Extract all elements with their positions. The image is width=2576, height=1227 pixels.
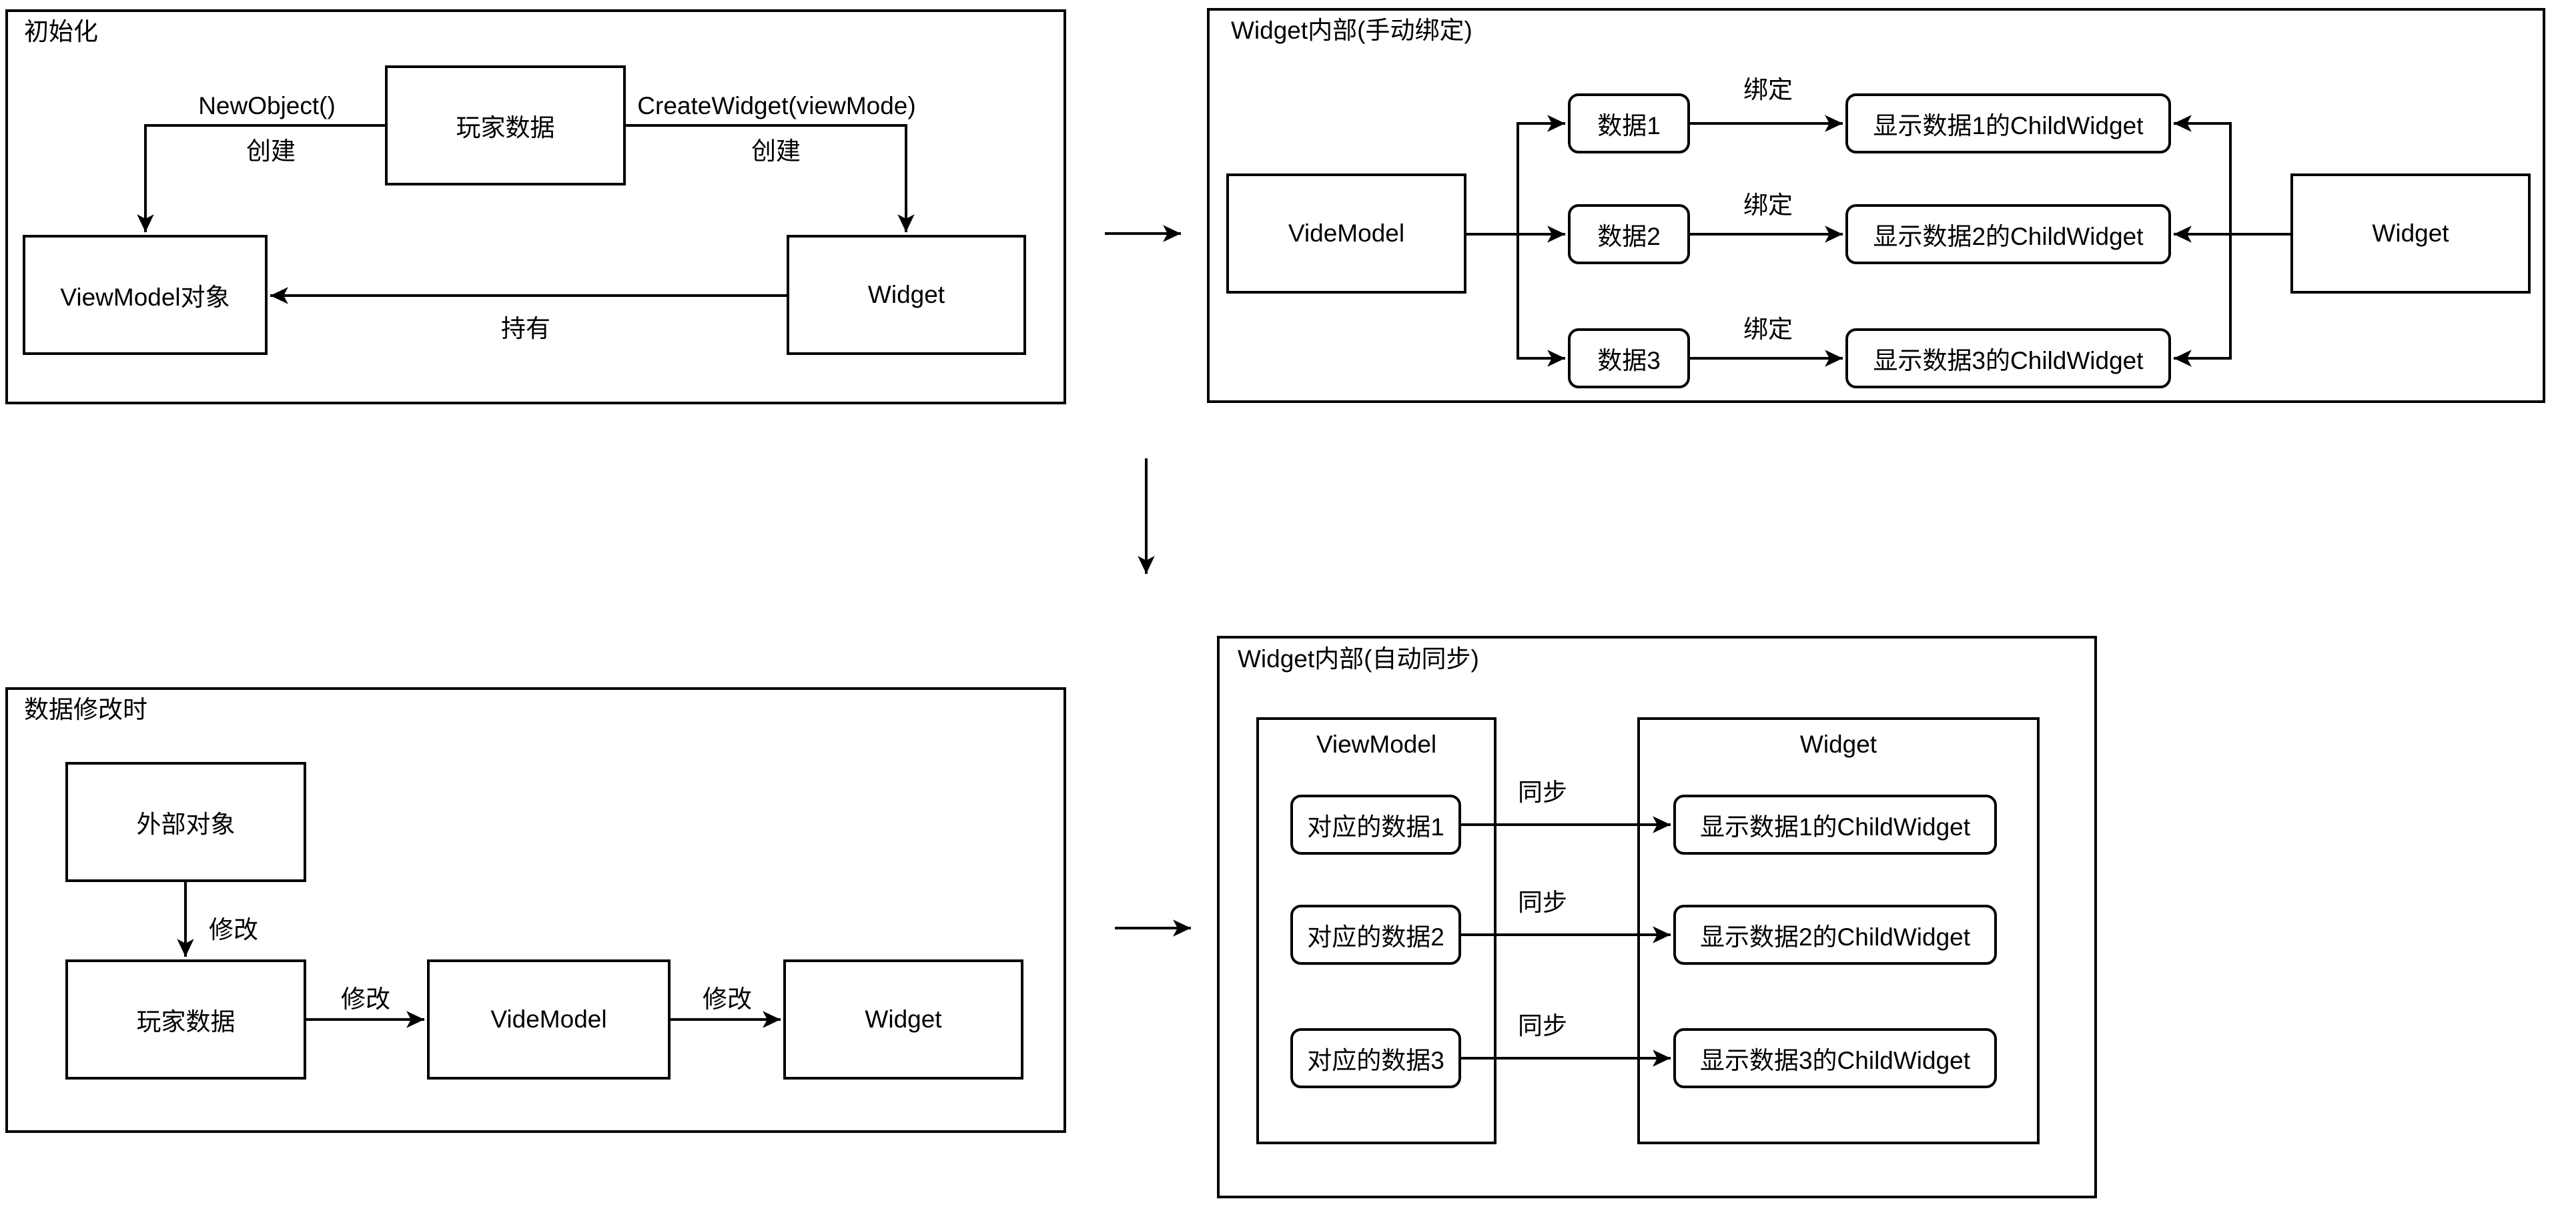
auto-sync-viewmodel-title: ViewModel	[1316, 731, 1437, 758]
edge-label-bind-3: 绑定	[1743, 316, 1793, 343]
edge-label-sync-3: 同步	[1518, 1012, 1567, 1040]
node-childwidget-1[interactable]: 显示数据1的ChildWidget	[1845, 93, 2171, 153]
node-widget-modify[interactable]: Widget	[783, 959, 1023, 1080]
node-childwidget-2-label: 显示数据2的ChildWidget	[1873, 223, 2144, 250]
node-videmodel-manual-label: VideModel	[1288, 220, 1405, 247]
node-mapped-data-1[interactable]: 对应的数据1	[1290, 795, 1461, 855]
edge-label-createwidget: CreateWidget(viewMode)	[637, 92, 916, 119]
node-mapped-data-3-label: 对应的数据3	[1307, 1047, 1444, 1074]
node-data-1[interactable]: 数据1	[1568, 93, 1690, 153]
panel-data-modify-title: 数据修改时	[24, 696, 147, 723]
node-player-data-modify-label: 玩家数据	[136, 1008, 236, 1036]
node-widget-init[interactable]: Widget	[787, 235, 1026, 355]
node-childwidget-2[interactable]: 显示数据2的ChildWidget	[1845, 204, 2171, 264]
node-sync-childwidget-3-label: 显示数据3的ChildWidget	[1699, 1047, 1971, 1074]
node-data-3[interactable]: 数据3	[1568, 328, 1690, 388]
panel-auto-sync-title: Widget内部(自动同步)	[1238, 645, 1479, 673]
auto-sync-widget-container[interactable]: Widget	[1637, 717, 2040, 1144]
edge-createwidget-create	[626, 124, 915, 232]
node-childwidget-3-label: 显示数据3的ChildWidget	[1873, 347, 2144, 374]
node-widget-init-label: Widget	[867, 281, 945, 308]
node-mapped-data-2-label: 对应的数据2	[1307, 923, 1444, 951]
node-player-data-label: 玩家数据	[456, 114, 555, 141]
edge-newobject-create	[137, 124, 385, 232]
edge-label-sync-2: 同步	[1518, 889, 1567, 916]
node-sync-childwidget-2-label: 显示数据2的ChildWidget	[1699, 923, 1971, 951]
edge-label-bind-1: 绑定	[1743, 76, 1793, 103]
panel-data-modify	[5, 687, 1066, 1133]
node-data-3-label: 数据3	[1597, 347, 1661, 374]
node-player-data-modify[interactable]: 玩家数据	[65, 959, 306, 1080]
node-viewmodel-object-label: ViewModel对象	[60, 284, 230, 311]
edge-videmodel-data3	[1517, 234, 1565, 367]
edge-label-bind-2: 绑定	[1743, 191, 1793, 219]
panel-init	[5, 9, 1066, 404]
node-widget-manual-label: Widget	[2372, 220, 2449, 247]
node-data-2[interactable]: 数据2	[1568, 204, 1690, 264]
edge-label-modify-1: 修改	[341, 985, 390, 1013]
edge-label-modify-2: 修改	[703, 985, 752, 1013]
panel-init-title: 初始化	[24, 18, 98, 45]
node-childwidget-3[interactable]: 显示数据3的ChildWidget	[1845, 328, 2171, 388]
node-player-data[interactable]: 玩家数据	[385, 65, 626, 185]
panel-manual-binding	[1207, 8, 2545, 403]
panel-auto-sync	[1217, 636, 2097, 1198]
node-videmodel-modify-label: VideModel	[490, 1005, 607, 1033]
node-videmodel-manual[interactable]: VideModel	[1226, 173, 1466, 294]
node-videmodel-modify[interactable]: VideModel	[427, 959, 671, 1080]
node-mapped-data-1-label: 对应的数据1	[1307, 813, 1444, 841]
node-childwidget-1-label: 显示数据1的ChildWidget	[1873, 112, 2144, 139]
node-mapped-data-2[interactable]: 对应的数据2	[1290, 905, 1461, 965]
edge-label-sync-1: 同步	[1518, 779, 1567, 806]
node-data-1-label: 数据1	[1597, 112, 1661, 139]
edge-videmodel-data1	[1517, 115, 1565, 234]
node-viewmodel-object[interactable]: ViewModel对象	[23, 235, 268, 355]
node-data-2-label: 数据2	[1597, 223, 1661, 250]
edge-widget-child3	[2174, 234, 2232, 367]
node-sync-childwidget-1[interactable]: 显示数据1的ChildWidget	[1673, 795, 1997, 855]
panel-manual-binding-title: Widget内部(手动绑定)	[1231, 17, 1472, 44]
node-mapped-data-3[interactable]: 对应的数据3	[1290, 1028, 1461, 1088]
edge-label-create-left: 创建	[246, 137, 296, 165]
node-widget-manual[interactable]: Widget	[2290, 173, 2531, 294]
edge-label-create-right: 创建	[751, 137, 801, 165]
edge-label-modify-vertical: 修改	[209, 916, 258, 943]
node-sync-childwidget-3[interactable]: 显示数据3的ChildWidget	[1673, 1028, 1997, 1088]
node-external-object-label: 外部对象	[136, 811, 236, 838]
edge-label-hold: 持有	[501, 315, 550, 342]
auto-sync-widget-title: Widget	[1799, 731, 1877, 758]
edge-label-newobject: NewObject()	[198, 92, 336, 119]
node-external-object[interactable]: 外部对象	[65, 762, 306, 882]
node-sync-childwidget-2[interactable]: 显示数据2的ChildWidget	[1673, 905, 1997, 965]
edge-widget-child1	[2174, 115, 2232, 234]
node-widget-modify-label: Widget	[865, 1005, 942, 1033]
node-sync-childwidget-1-label: 显示数据1的ChildWidget	[1699, 813, 1971, 841]
auto-sync-viewmodel-container[interactable]: ViewModel	[1256, 717, 1496, 1144]
